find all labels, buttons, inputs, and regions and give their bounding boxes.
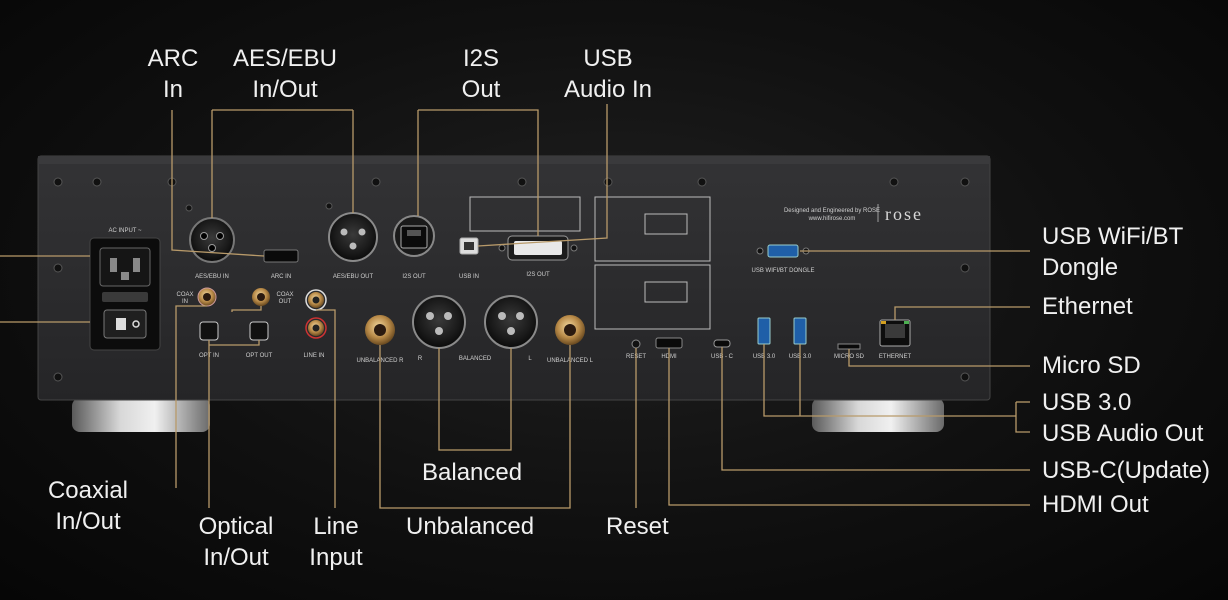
coax-out-connector [252,288,270,306]
callout-unbalanced: Unbalanced [406,513,535,540]
callout-usb-audio-in-line2: Audio In [563,76,653,103]
callout-i2s-out-line2: Out [461,76,501,103]
silk-bal-r: R [418,356,423,362]
micro-sd-slot [837,343,861,350]
arc-in-port [263,249,299,263]
silk-bal-l: L [528,356,532,362]
silk-i2s-out-2: I2S OUT [526,272,550,278]
callout-aes-ebu-line1: AES/EBU [232,45,338,72]
opt-in-port [199,321,219,341]
callout-reset: Reset [606,513,669,540]
left-foot [72,398,210,432]
silk-line-in: LINE IN [303,353,324,359]
silk-ac-input: AC INPUT ~ [108,228,142,234]
silk-ethernet: ETHERNET [879,354,912,360]
unbalanced-r-connector [365,315,395,345]
silk-dongle: USB WIFI/BT DONGLE [752,268,815,274]
pinout-diagrams [469,196,711,330]
opt-out-port [249,321,269,341]
silk-opt-out: OPT OUT [246,353,273,359]
callout-usb-wifi-bt-line1: USB WiFi/BT [1042,223,1184,250]
silk-aes-ebu-out: AES/EBU OUT [333,274,374,280]
callout-usb-audio-in-line1: USB [583,45,633,72]
chassis [37,155,991,401]
dongle-usb-port [756,244,810,258]
ethernet-port [879,319,911,347]
callout-hdmi-out: HDMI Out [1042,491,1149,518]
chassis-top-edge [38,156,990,164]
i2s-dvi-port [498,235,578,261]
usb-c-port [713,339,731,348]
callout-usb-c: USB-C(Update) [1042,457,1211,484]
silk-i2s-out: I2S OUT [402,274,426,280]
callout-coaxial-line2: In/Out [55,508,121,535]
aes-ebu-in-connector [185,204,235,263]
hdmi-port [655,337,683,349]
brand-logo: rose [885,204,923,224]
callout-line-input: Line Input [300,511,372,573]
silk-coax-out-2: OUT [279,299,292,305]
silk-coax-out-1: COAX [276,292,293,298]
silk-aes-ebu-in: AES/EBU IN [195,274,229,280]
leader-lines [0,104,1030,509]
balanced-l-connector [484,295,538,349]
callout-micro-sd: Micro SD [1042,352,1141,379]
callout-coaxial-line1: Coaxial [47,477,129,504]
reset-button [631,339,641,349]
right-foot [812,398,944,432]
callout-coaxial: Coaxial In/Out [40,475,136,537]
callout-ethernet: Ethernet [1042,293,1133,320]
i2s-out-port [393,215,435,257]
callout-line-input-line1: Line [313,513,359,540]
callout-optical: Optical In/Out [186,511,286,573]
callout-aes-ebu-line2: In/Out [252,76,318,103]
silk-website: www.hifirose.com [808,216,856,222]
callout-balanced: Balanced [422,459,523,486]
callout-line-input-line2: Input [309,544,363,571]
callout-optical-line1: Optical [198,513,274,540]
aes-ebu-out-connector [325,202,378,262]
callout-arc-in-line2: In [162,76,183,103]
callout-optical-line2: In/Out [203,544,269,571]
callout-i2s-out-line1: I2S [462,45,500,72]
callout-i2s-out: I2S Out [445,43,517,105]
unbalanced-l-connector [555,315,585,345]
callout-usb-wifi-bt-line2: Dongle [1042,254,1119,281]
coax-in-connector [197,287,217,307]
ac-inlet [89,237,161,351]
callout-usb-wifi-bt: USB WiFi/BT Dongle [1042,221,1183,283]
silk-balanced: BALANCED [459,356,492,362]
silk-coax-in-2: IN [182,299,188,305]
callout-arc-in-line1: ARC [147,45,199,72]
callout-usb-audio-out: USB Audio Out [1042,420,1204,447]
silk-usb-in: USB IN [459,274,479,280]
usb30-port-a [757,317,771,345]
callout-arc-in: ARC In [140,43,206,105]
screws [53,177,970,382]
usb30-port-b [793,317,807,345]
callout-aes-ebu: AES/EBU In/Out [223,43,347,105]
line-in-connectors [305,289,327,339]
silk-coax-in-1: COAX [176,292,193,298]
callout-usb-30: USB 3.0 [1042,389,1132,416]
balanced-r-connector [412,295,466,349]
callout-usb-audio-in: USB Audio In [550,43,666,105]
silk-designed: Designed and Engineered by ROSE [784,208,880,214]
silk-arc-in: ARC IN [271,274,291,280]
